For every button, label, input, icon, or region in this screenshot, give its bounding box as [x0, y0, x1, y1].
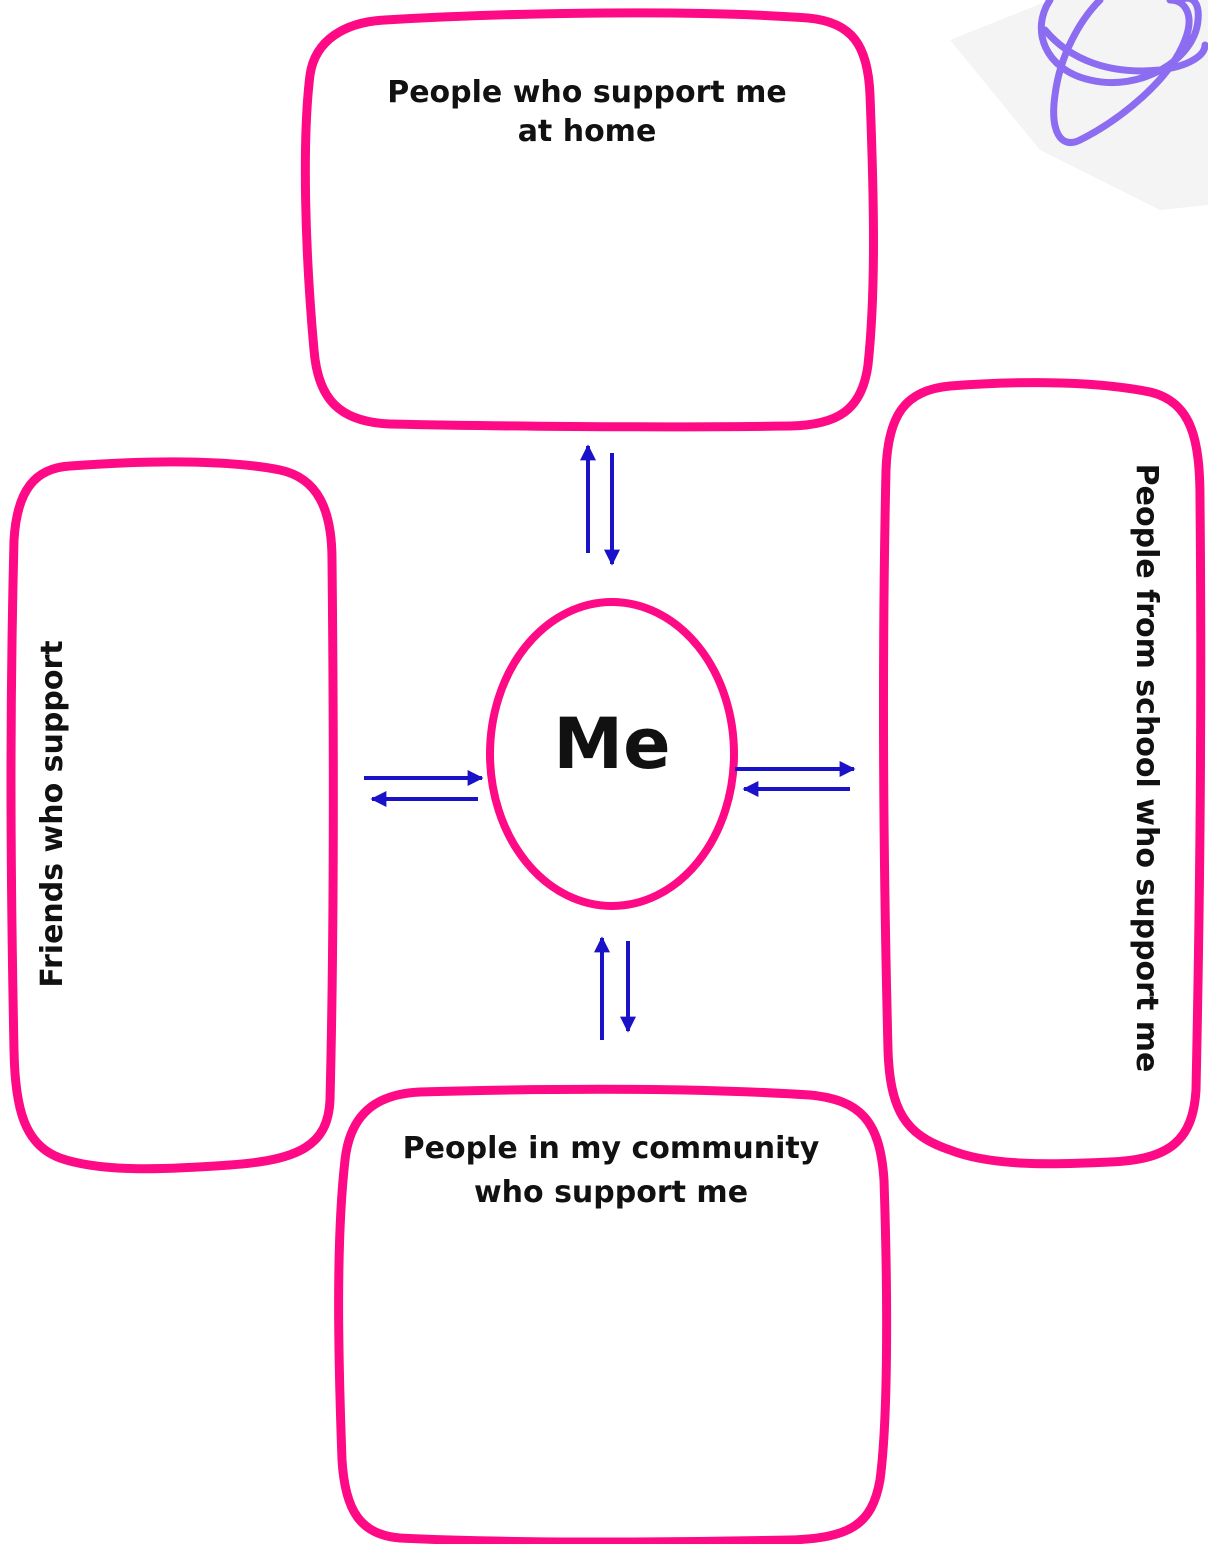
- arrows-right: [735, 769, 854, 789]
- center-label: Me: [553, 703, 670, 785]
- box-community-title-line2: who support me: [474, 1175, 748, 1210]
- arrows-bottom: [602, 938, 628, 1040]
- box-friends-title: Friends who support: [35, 640, 70, 987]
- arrows-top: [588, 446, 612, 564]
- center-node: Me: [490, 602, 734, 906]
- box-home: People who support me at home: [305, 13, 873, 427]
- box-home-title-line1: People who support me: [387, 75, 787, 110]
- decoration-scribble: [950, 0, 1208, 210]
- box-school: People from school who support me: [884, 383, 1201, 1164]
- box-community: People in my community who support me: [339, 1089, 887, 1542]
- box-school-title: People from school who support me: [1129, 464, 1164, 1073]
- arrows-left: [364, 778, 482, 799]
- box-friends: Friends who support: [11, 462, 333, 1169]
- box-community-title-line1: People in my community: [403, 1131, 820, 1166]
- box-home-title-line2: at home: [518, 114, 657, 149]
